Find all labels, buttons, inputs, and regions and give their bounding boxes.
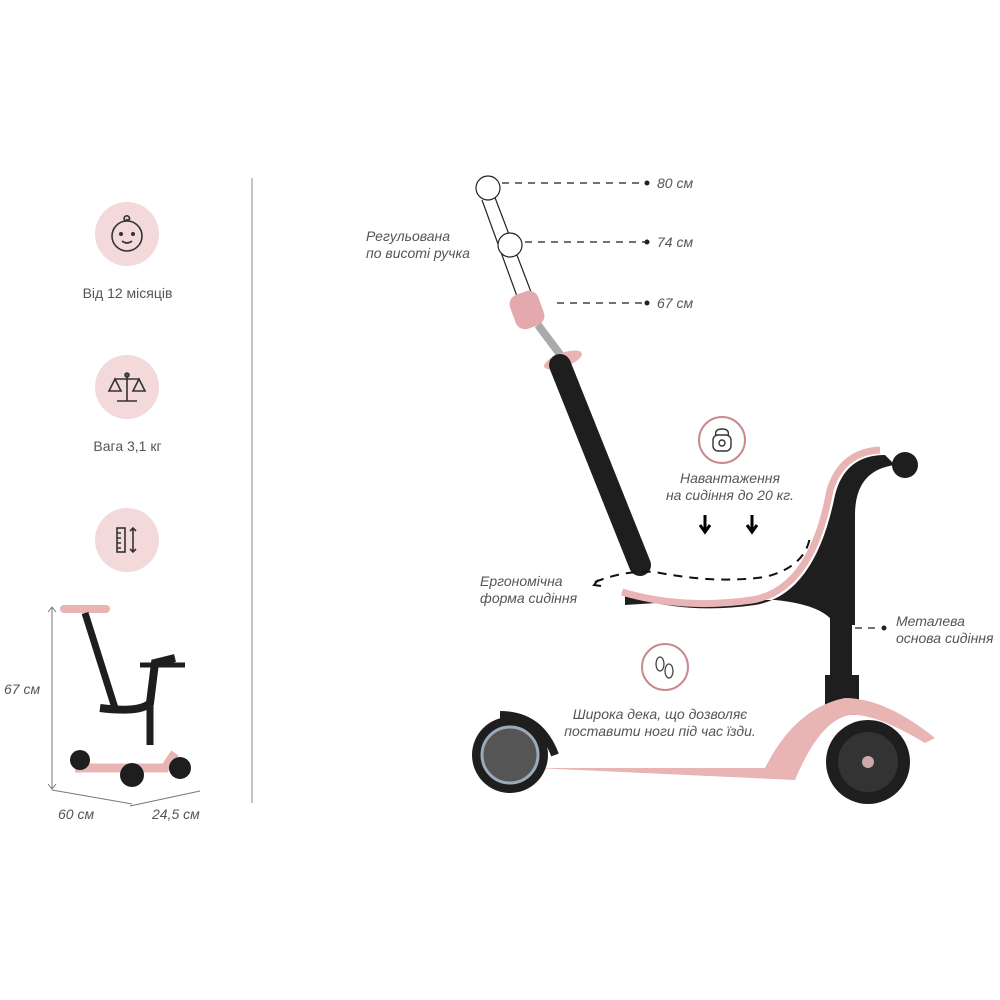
height-dimension: 67 см [4,681,41,697]
seat-pink-trim [620,446,881,608]
handle-stem [549,354,651,576]
height-leader-lines [502,182,880,629]
seat-base-line2: основа сидіння [896,630,994,646]
deck [535,698,935,780]
width-dimension: 24,5 см [152,806,200,822]
handle-height-74: 74 см [657,234,694,250]
load-arrows [698,515,759,535]
deck-line2: поставити ноги під час їзди. [564,723,756,739]
seat-load-line1: Навантаження [680,470,780,486]
handle-height-80: 80 см [657,175,694,191]
rear-brake [499,711,559,757]
age-label: Від 12 місяців [82,285,173,301]
footprints-icon [641,643,689,691]
scales-icon [95,355,159,419]
seat-post [830,600,852,680]
seat-frame [625,455,895,625]
baby-face-icon [95,202,159,266]
handle-label-line2: по висоті ручка [366,245,470,261]
handle-label-line1: Регульована [366,228,451,244]
kettlebell-icon [698,416,746,464]
seat-base-line1: Металева [896,613,965,629]
seat-shape-line2: форма сидіння [480,590,578,606]
handle-height-67: 67 см [657,295,694,311]
height-dimension-line [47,606,201,807]
handle-grip [509,290,545,330]
seat-handle-knob [892,452,918,478]
ruler-height-icon [95,508,159,572]
deck-line1: Широка дека, що дозволяє [572,706,748,722]
length-dimension: 60 см [58,806,95,822]
small-scooter-icon [60,605,191,787]
seat-shape-line1: Ергономічна [480,573,563,589]
seat-load-line2: на сидіння до 20 кг. [665,487,795,503]
weight-label: Вага 3,1 кг [93,438,162,454]
handle-height-outline [475,175,537,311]
